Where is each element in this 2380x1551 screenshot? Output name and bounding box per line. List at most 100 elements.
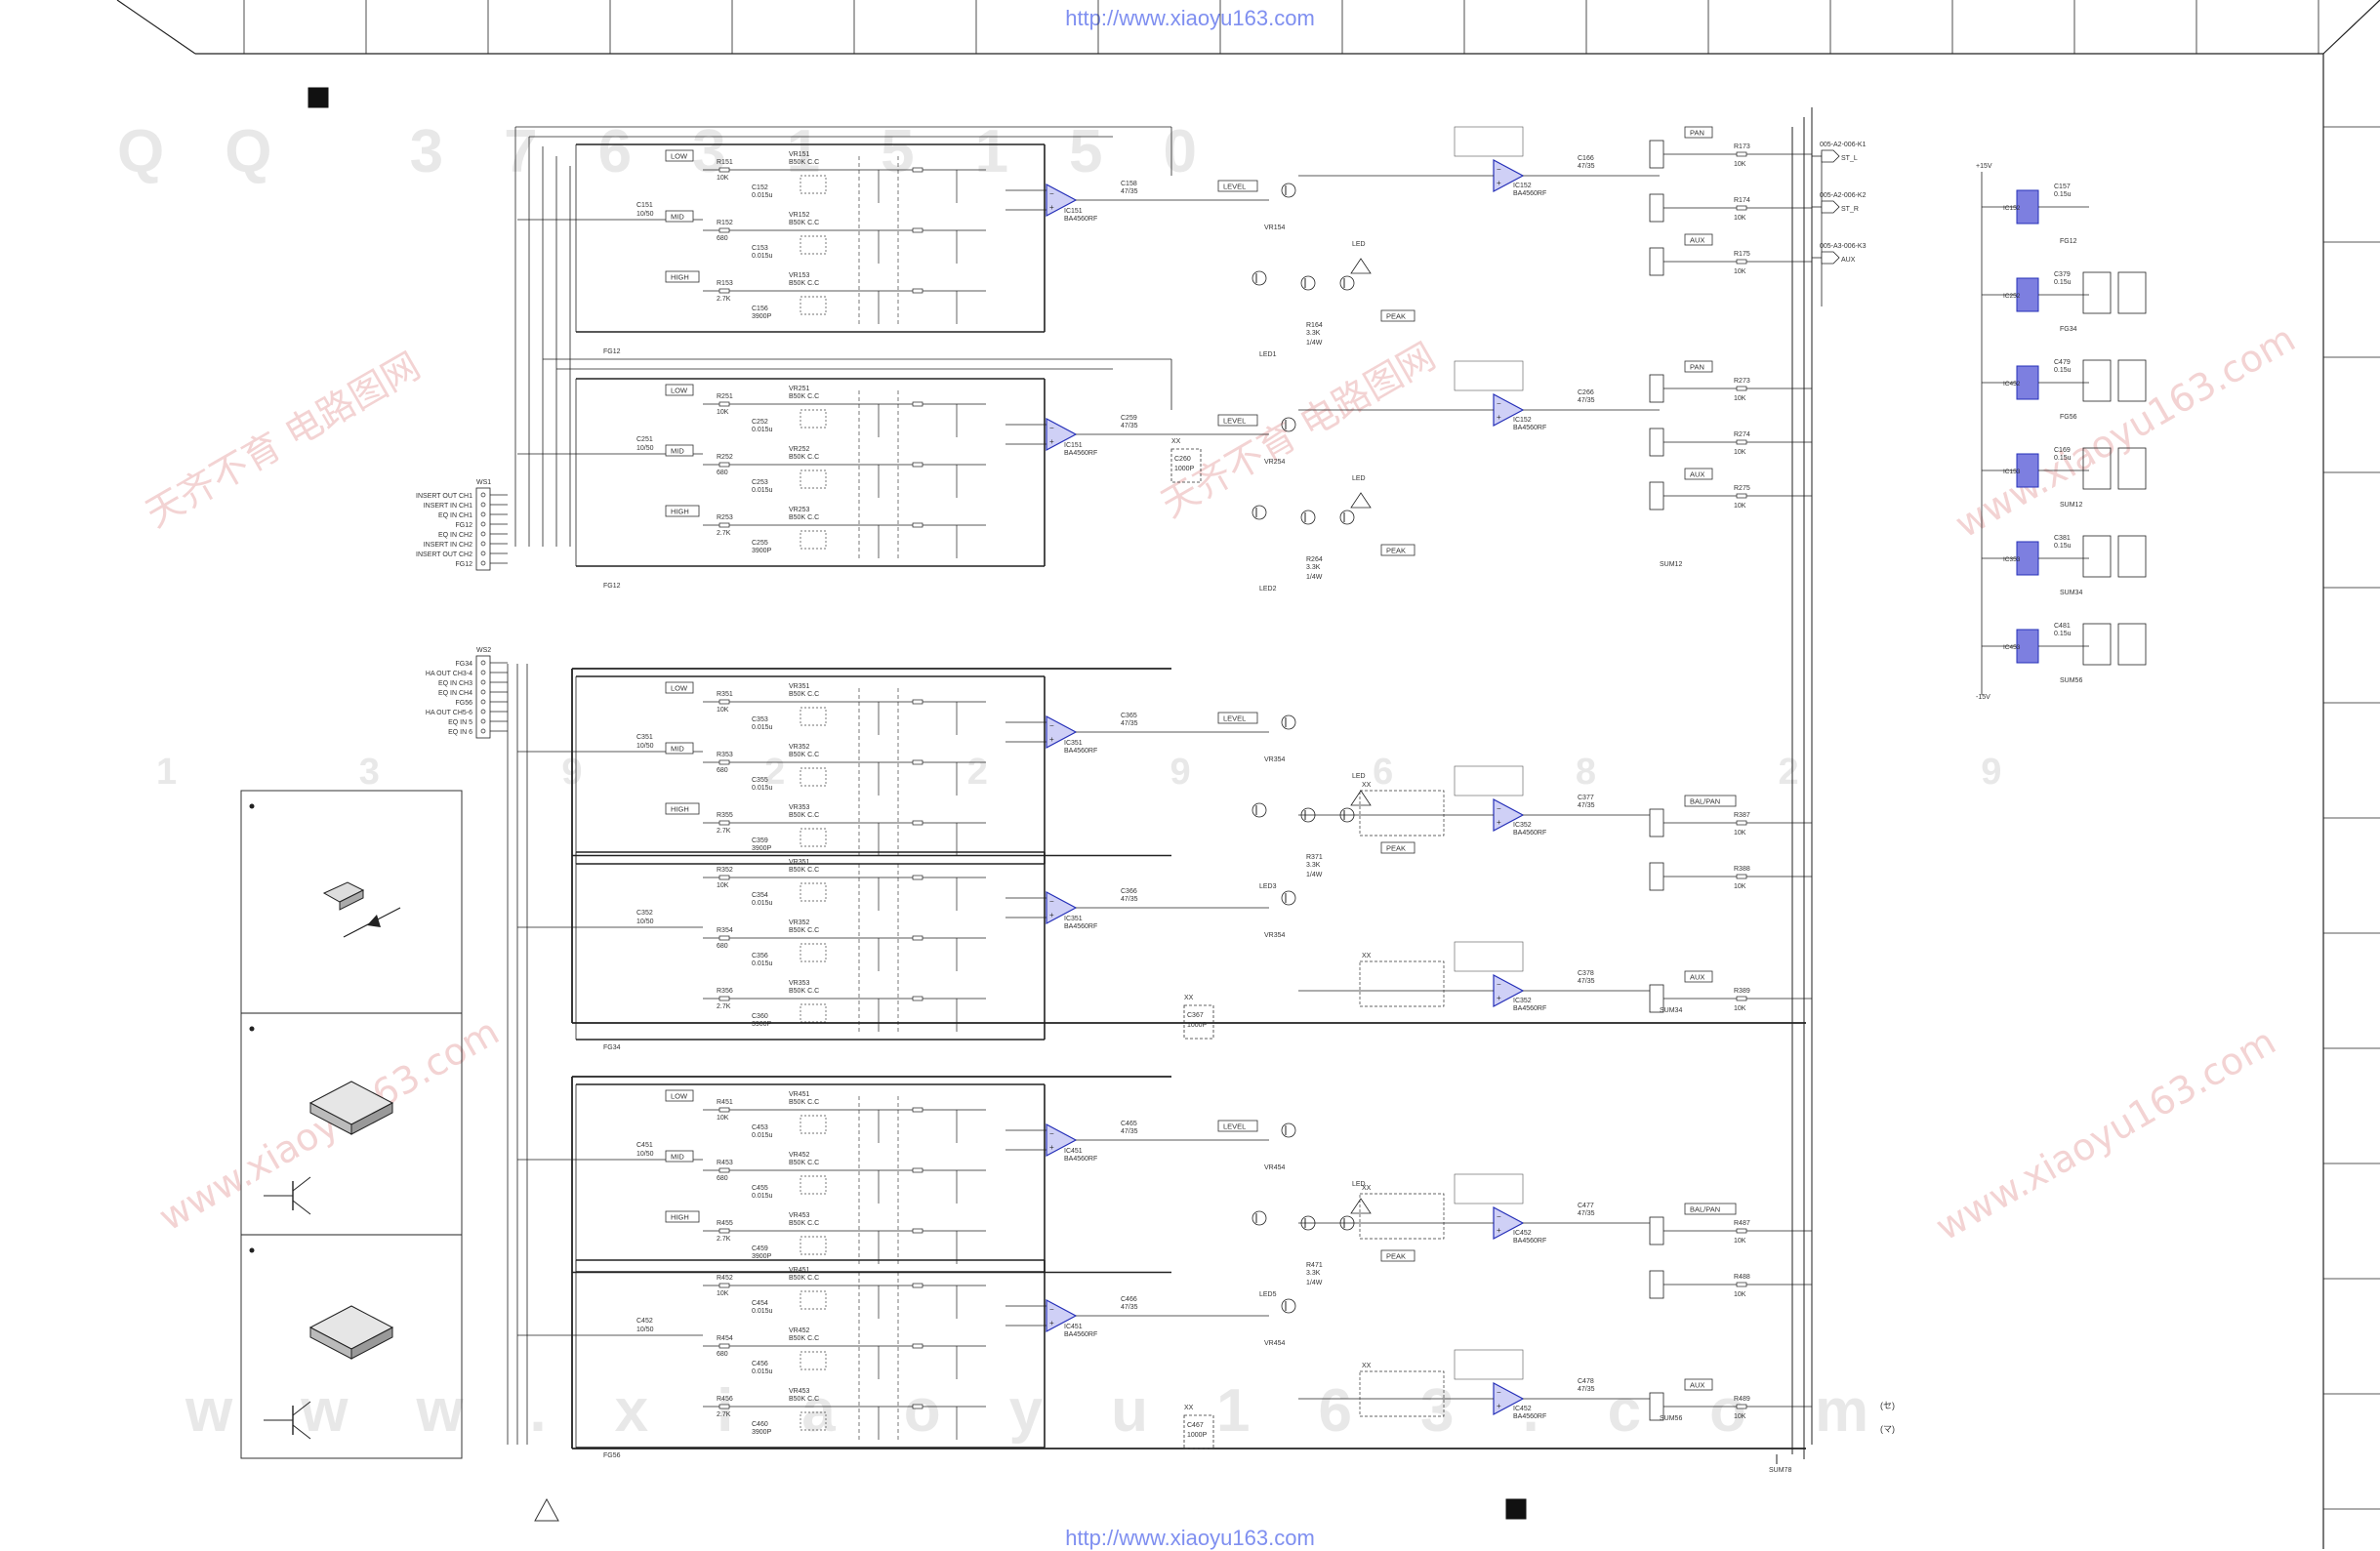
channel-5-band-1-box [665, 1150, 694, 1163]
transistor-package-side [350, 1327, 393, 1360]
channel-6-eq-cap-ref: C460 [752, 1421, 768, 1428]
channel-3-eq-res-val: 10K [717, 707, 729, 714]
power-cap-ref: C379 [2054, 271, 2071, 278]
channel-1-peak-transistor-2 [1300, 275, 1316, 291]
channel-4-eq-res [718, 996, 730, 1001]
opamp-minus: − [1497, 1212, 1501, 1221]
channel-1-mix-cap: C166 [1578, 155, 1594, 162]
channel-1-eq-res [718, 167, 730, 173]
channel-6-bus-res-ref: R489 [1734, 1396, 1750, 1403]
opamp-minus: − [1049, 189, 1054, 198]
channel-1-bus-switch [1649, 140, 1664, 169]
channel-5-eq-vr-ref: VR452 [789, 1152, 810, 1159]
package-legend-panel [240, 790, 463, 1459]
channel-5-bus-res-ref: R487 [1734, 1220, 1750, 1227]
channel-6-mix-cval: 47/35 [1578, 1386, 1595, 1393]
sub-box-xx: XX [1362, 1185, 1372, 1192]
channel-3-bus-0-box [1684, 795, 1737, 807]
channel-1-bus-0: PAN [1690, 129, 1704, 138]
connector-ws2-pin-label: HA OUT CH3-4 [426, 671, 472, 677]
channel-5-eq-vr-val: B50K C.C [789, 1160, 819, 1166]
channel-6-eq-res [718, 1343, 730, 1349]
opamp-plus: + [1497, 179, 1501, 187]
channel-3-level-vr: VR354 [1264, 756, 1286, 763]
channel-2-eq-cap-ref: C255 [752, 540, 768, 547]
channel-3-bus-res-val: 10K [1734, 883, 1746, 890]
connector-ws1-pin-label: INSERT OUT CH1 [416, 493, 472, 500]
channel-1-band-1-box [665, 210, 694, 223]
channel-3-band-0-box [665, 681, 694, 694]
power-cap-val: 0.15u [2054, 543, 2072, 550]
transistor-symbol-icon [292, 1424, 311, 1440]
channel-5-eq-cap-ref: C459 [752, 1245, 768, 1252]
channel-1-bus-switch [1649, 247, 1664, 276]
connector-ws2-pin-label: FG34 [455, 661, 472, 668]
channel-4-switch-label: SUM34 [1660, 1007, 1682, 1014]
power-cap-val: 0.15u [2054, 191, 2072, 198]
channel-6-eq-res-ref: R456 [717, 1396, 733, 1403]
power-ic-label: IC453 [2003, 644, 2021, 651]
channel-3-eq-res [718, 759, 730, 765]
channel-6-bus-0: AUX [1690, 1381, 1704, 1390]
channel-4-eq-cap-val: 0.015u [752, 960, 773, 967]
channel-2-bus-res [1736, 386, 1747, 391]
channel-3-bus-res-ref: R388 [1734, 866, 1750, 873]
channel-1-led-label: LED [1352, 241, 1366, 248]
channel-1-eq-res-val: 2.7K [717, 296, 731, 303]
dashed-sub-box [1359, 1193, 1445, 1240]
channel-3-bus-res [1736, 820, 1747, 826]
channel-6-eq-res [718, 1404, 730, 1409]
frame-top-right [2322, 0, 2380, 55]
channel-6-eq-vr-val: B50K C.C [789, 1275, 819, 1282]
channel-2-eq-vr-val: B50K C.C [789, 454, 819, 461]
opamp-minus: − [1497, 165, 1501, 174]
channel-1-opamp [1046, 184, 1078, 217]
reference-marker-top [308, 87, 329, 108]
channel-1-eq-res [718, 227, 730, 233]
channel-2-level: LEVEL [1223, 417, 1246, 426]
channel-4-out-cval: 47/35 [1121, 896, 1138, 903]
channel-3-eq-vr-val: B50K C.C [789, 691, 819, 698]
power-cap-ref: C479 [2054, 359, 2071, 366]
channel-6-eq-cap-ref: C454 [752, 1300, 768, 1307]
dashed-sub-box [1359, 960, 1445, 1007]
channel-2-eq-res-val: 10K [717, 409, 729, 416]
site-url-bottom: http://www.xiaoyu163.com [1065, 1526, 1315, 1550]
channel-4-eq-vr-body [800, 1003, 827, 1023]
opamp-plus: + [1497, 818, 1501, 827]
channel-6-eq-vr-ref: VR452 [789, 1327, 810, 1334]
channel-3-band-1-box [665, 742, 694, 755]
channel-3-eq-res2 [912, 699, 923, 705]
channel-5-mix-ic: IC452 [1513, 1230, 1532, 1237]
test-cap-val: 1000P [1187, 1432, 1208, 1439]
channel-5-eq-res-val: 10K [717, 1115, 729, 1122]
connector-ws2-pin-label: FG56 [455, 700, 472, 707]
channel-2-eq-res [718, 462, 730, 468]
channel-6-eq-vr-body [800, 1290, 827, 1310]
channel-4-eq-cap-val: 0.015u [752, 900, 773, 907]
channel-2-band-1: MID [671, 447, 684, 456]
channel-3-bus-res-ref: R387 [1734, 812, 1750, 819]
channel-3-out-cval: 47/35 [1121, 720, 1138, 727]
channel-2-bus-switch [1649, 374, 1664, 403]
connector-ws2-pin [480, 718, 486, 724]
channel-2-eq-vr-ref: VR253 [789, 507, 810, 513]
channel-3-eq-cap-ref: C353 [752, 716, 768, 723]
opamp-plus: + [1049, 911, 1054, 919]
channel-5-eq-res2 [912, 1167, 923, 1173]
channel-5-peak-watt: 1/4W [1306, 1280, 1323, 1286]
power-cap-val: 0.15u [2054, 367, 2072, 374]
channel-5-band-2: HIGH [671, 1213, 689, 1222]
channel-1-eq-cap-val: 0.015u [752, 253, 773, 260]
channel-3-eq-cap-val: 3900P [752, 845, 772, 852]
channel-5-band-0-box [665, 1089, 694, 1102]
channel-2-band-1-box [665, 444, 694, 457]
connector-ws1-pin [480, 502, 486, 508]
channel-5-mix-cval: 47/35 [1578, 1210, 1595, 1217]
channel-3-input-cval: 10/50 [636, 743, 654, 750]
channel-4-bus-0-box [1684, 970, 1713, 983]
channel-1-bus-res [1736, 259, 1747, 265]
channel-2-bus-res [1736, 493, 1747, 499]
power-cap-val: 0.15u [2054, 631, 2072, 637]
channel-6-eq-cap-val: 0.015u [752, 1368, 773, 1375]
